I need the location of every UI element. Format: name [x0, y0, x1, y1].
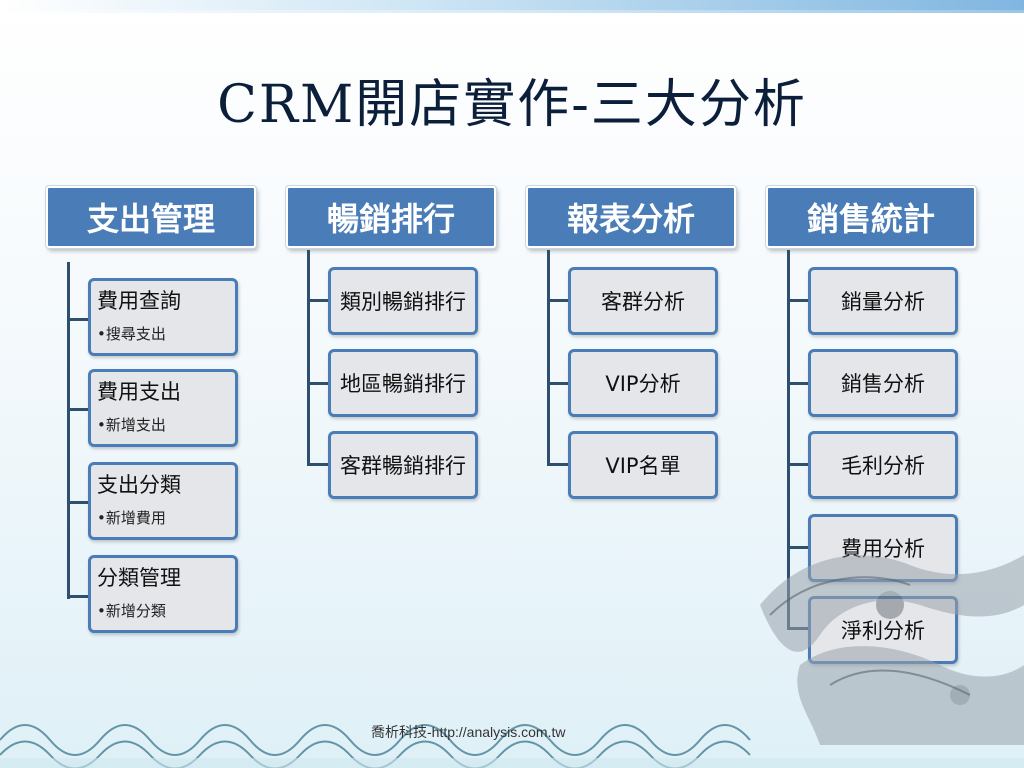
footer-text[interactable]: 喬析科技-http://analysis.com.tw	[371, 724, 566, 740]
connector-horizontal	[787, 546, 808, 549]
connector-horizontal	[787, 382, 808, 385]
node-label: 類別暢銷排行	[340, 290, 466, 314]
node-label: 分類管理	[97, 566, 181, 590]
node-box: 費用查詢 •搜尋支出	[88, 278, 238, 356]
top-accent-bar	[0, 0, 1024, 10]
node-box: 銷售分析	[808, 349, 958, 417]
slide-title: CRM開店實作-三大分析	[217, 75, 807, 135]
node-box: 費用支出 •新增支出	[88, 369, 238, 447]
node-box: 客群分析	[568, 267, 718, 335]
node-sub-item: •搜尋支出	[97, 325, 166, 343]
connector-horizontal	[67, 501, 88, 504]
node-box: 類別暢銷排行	[328, 267, 478, 335]
column-header: 報表分析	[526, 186, 736, 248]
connector-horizontal	[547, 382, 568, 385]
node-label: 銷量分析	[841, 290, 925, 314]
column-header: 暢銷排行	[286, 186, 496, 248]
node-sub-item: •新增費用	[97, 509, 166, 527]
node-label: VIP名單	[605, 454, 681, 478]
connector-horizontal	[67, 595, 88, 598]
connector-vertical	[787, 250, 790, 630]
waves-decoration-icon	[0, 724, 1024, 768]
connector-horizontal	[307, 382, 328, 385]
node-box: VIP分析	[568, 349, 718, 417]
node-label: 費用支出	[97, 380, 181, 404]
node-sub-item: •新增支出	[97, 416, 166, 434]
connector-horizontal	[307, 299, 328, 302]
node-box: 地區暢銷排行	[328, 349, 478, 417]
column-header: 支出管理	[46, 186, 256, 248]
connector-horizontal	[787, 299, 808, 302]
connector-horizontal	[547, 299, 568, 302]
node-label: 毛利分析	[841, 454, 925, 478]
node-box: VIP名單	[568, 431, 718, 499]
node-sub-item: •新增分類	[97, 602, 166, 620]
column-header: 銷售統計	[766, 186, 976, 248]
node-label: 銷售分析	[841, 372, 925, 396]
connector-vertical	[547, 250, 550, 466]
connector-horizontal	[547, 463, 568, 466]
node-label: VIP分析	[605, 372, 681, 396]
dragon-decoration-icon	[760, 555, 1024, 745]
node-label: 淨利分析	[841, 619, 925, 643]
node-box: 毛利分析	[808, 431, 958, 499]
top-accent-line	[0, 10, 1024, 13]
node-box: 銷量分析	[808, 267, 958, 335]
node-box: 支出分類 •新增費用	[88, 462, 238, 540]
connector-horizontal	[787, 463, 808, 466]
node-label: 客群分析	[601, 290, 685, 314]
connector-horizontal	[67, 408, 88, 411]
node-label: 支出分類	[97, 473, 181, 497]
node-label: 客群暢銷排行	[340, 454, 466, 478]
connector-vertical	[307, 250, 310, 466]
connector-vertical	[67, 262, 70, 599]
node-box: 分類管理 •新增分類	[88, 555, 238, 633]
connector-horizontal	[307, 463, 328, 466]
connector-horizontal	[67, 318, 88, 321]
node-box: 客群暢銷排行	[328, 431, 478, 499]
node-label: 地區暢銷排行	[340, 372, 466, 396]
node-label: 費用查詢	[97, 289, 181, 313]
